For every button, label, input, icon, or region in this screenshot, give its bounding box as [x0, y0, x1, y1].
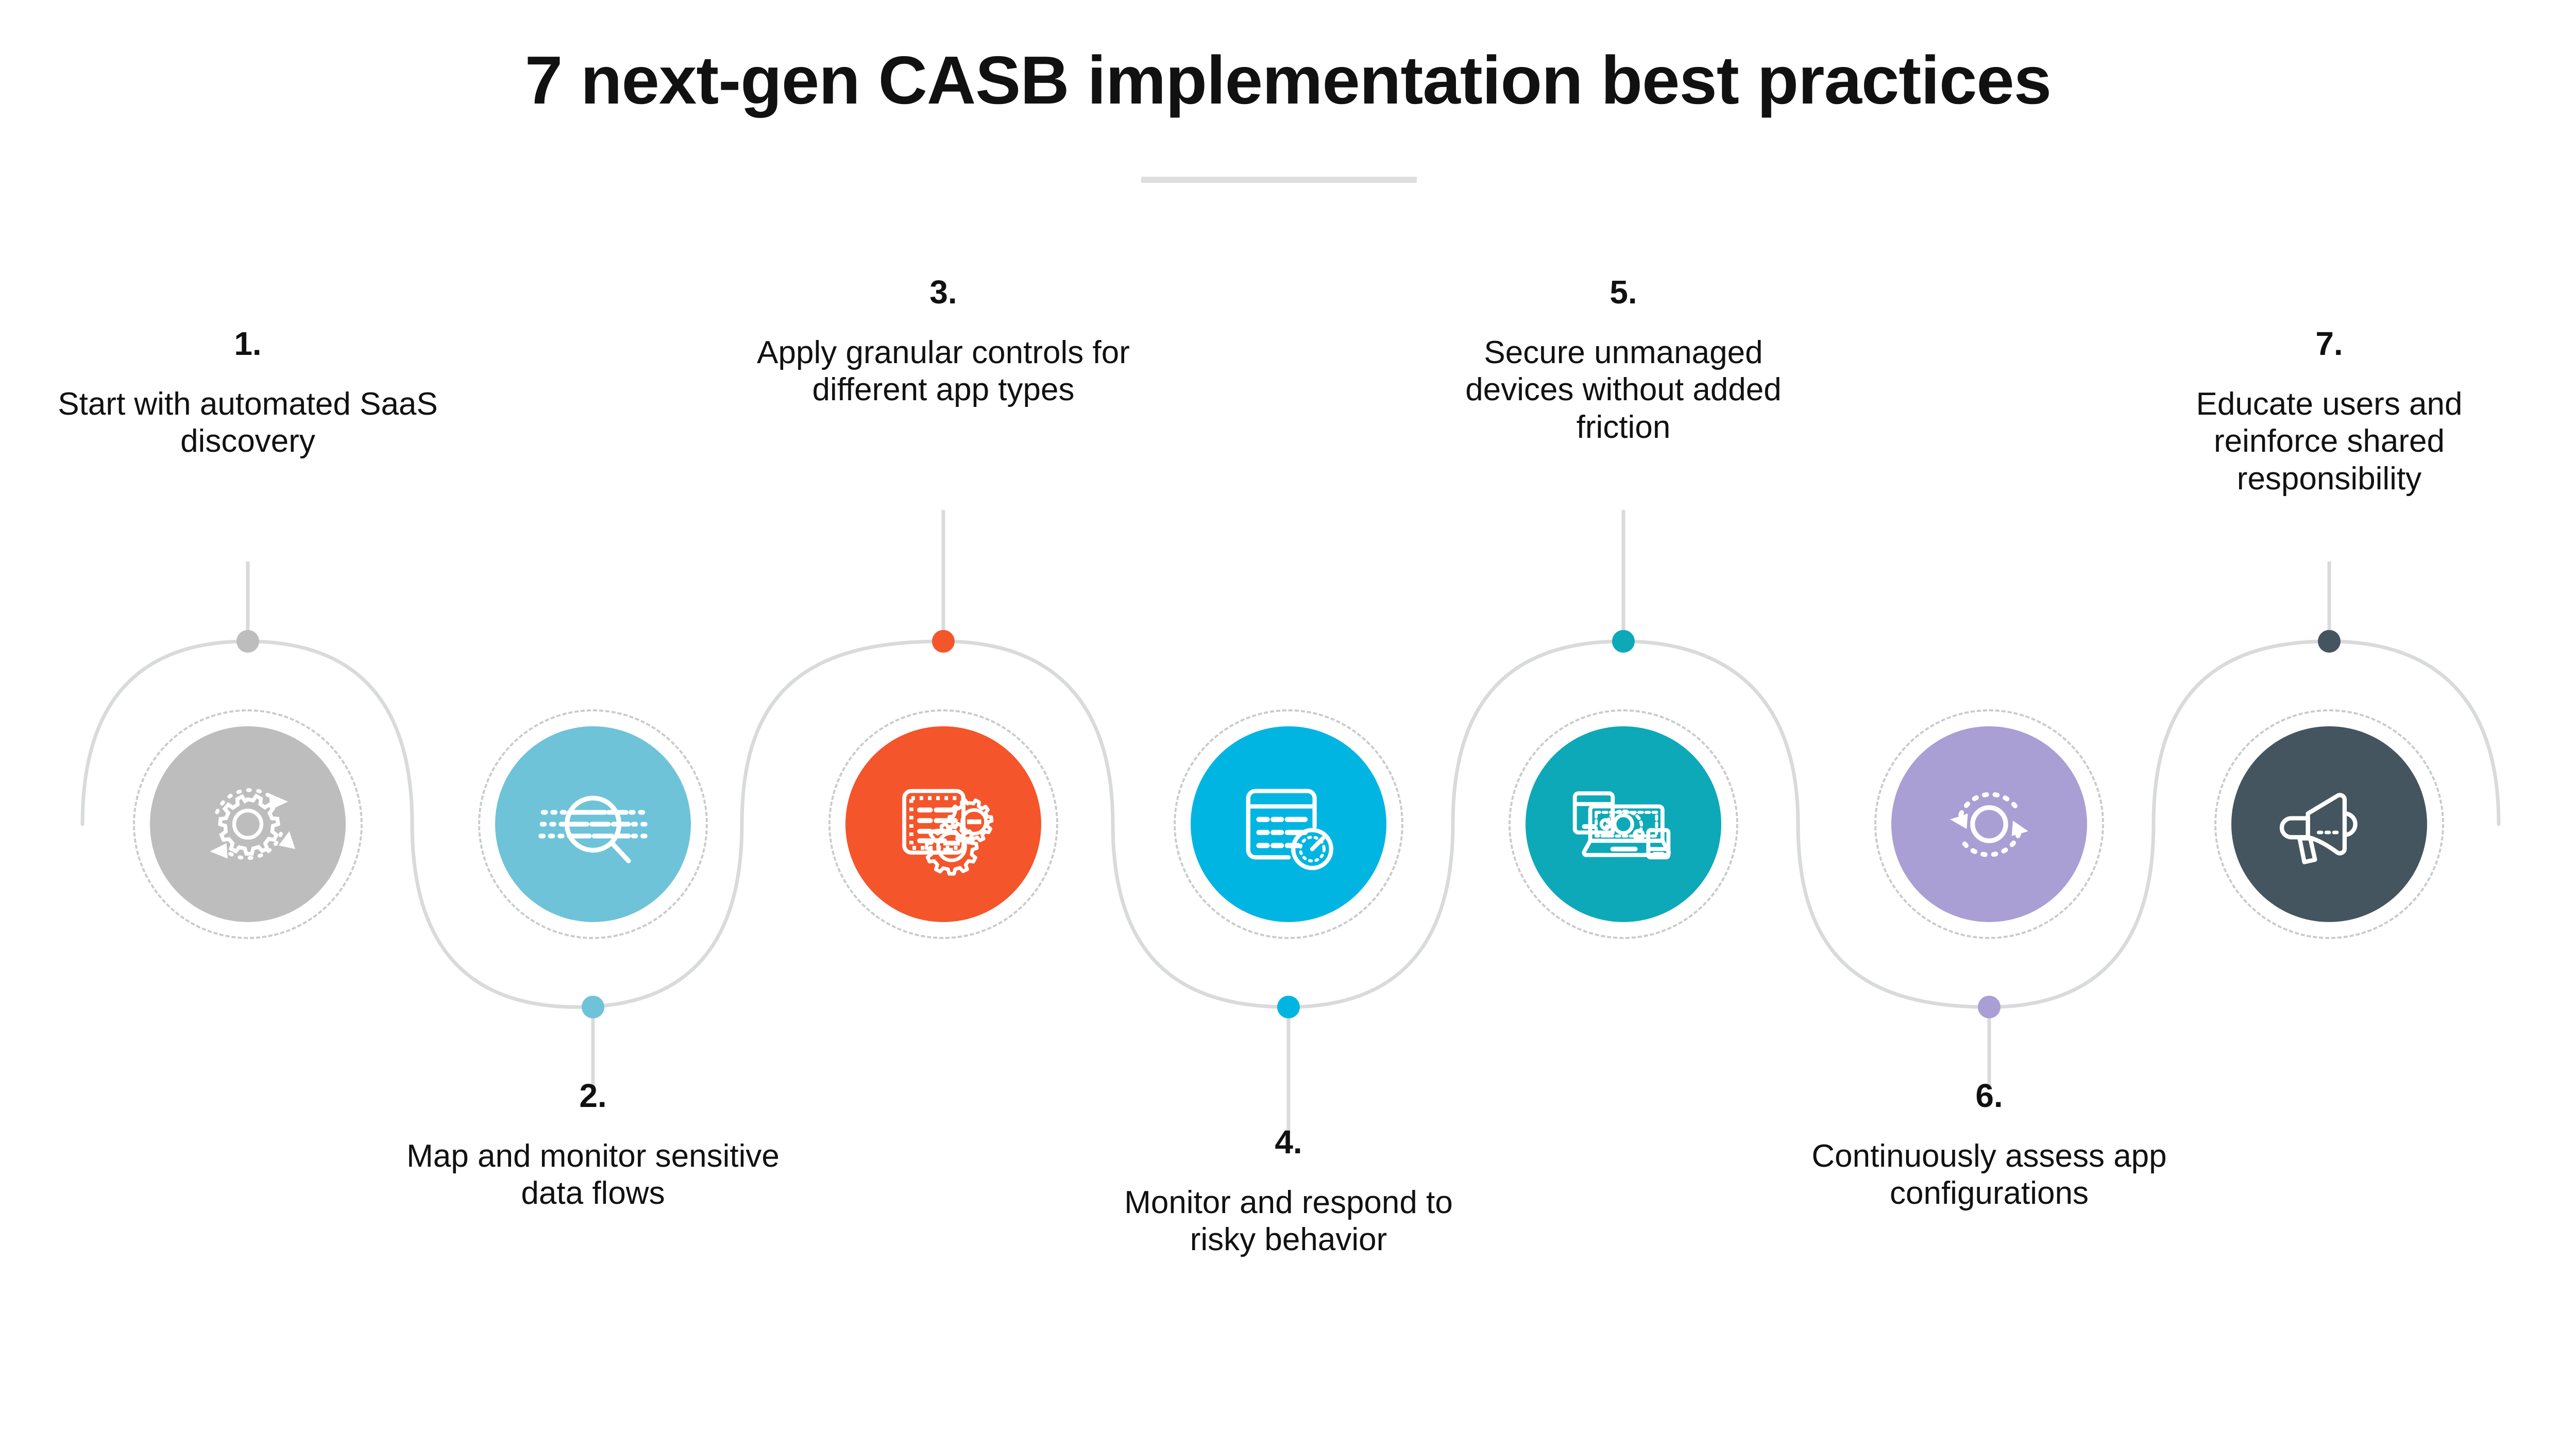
document-gears-icon	[902, 789, 994, 876]
step-text-7: Educate users and reinforce shared respo…	[2196, 386, 2463, 497]
step-number-2: 2.	[579, 1077, 607, 1114]
step-number-7: 7.	[2315, 325, 2343, 362]
step-text-1: Start with automated SaaS discovery	[58, 386, 438, 459]
icon-circle-7[interactable]	[2231, 726, 2427, 922]
window-gauge-icon	[1246, 789, 1333, 871]
continuous-cycle-icon	[1950, 792, 2028, 857]
step-text-2: Map and monitor sensitive data flows	[406, 1138, 779, 1212]
step-label-6: 6. Continuously assess app configuration…	[1793, 1077, 2185, 1213]
dashed-ring-4	[1174, 709, 1403, 939]
step-dot-1	[236, 630, 259, 653]
icon-circle-2[interactable]	[495, 726, 691, 922]
step-dot-4	[1277, 996, 1300, 1018]
step-number-1: 1.	[234, 325, 262, 362]
step-dot-3	[932, 630, 955, 653]
icon-circle-5[interactable]	[1526, 726, 1721, 922]
dashed-ring-3	[828, 709, 1058, 939]
step-dot-5	[1612, 630, 1635, 653]
dashed-ring-1	[133, 709, 363, 939]
step-label-2: 2. Map and monitor sensitive data flows	[397, 1077, 789, 1213]
step-number-5: 5.	[1609, 274, 1637, 311]
step-text-5: Secure unmanaged devices without added f…	[1465, 334, 1782, 445]
step-text-3: Apply granular controls for different ap…	[757, 334, 1130, 408]
dashed-ring-5	[1509, 709, 1738, 939]
step-dot-2	[582, 996, 604, 1018]
multi-device-atom-icon	[1572, 791, 1671, 860]
page-title: 7 next-gen CASB implementation best prac…	[524, 42, 2052, 118]
step-number-3: 3.	[929, 274, 957, 311]
step-label-5: 5. Secure unmanaged devices without adde…	[1428, 273, 1819, 446]
megaphone-icon	[2279, 793, 2358, 864]
icon-circle-6[interactable]	[1891, 726, 2087, 922]
step-number-6: 6.	[1975, 1077, 2003, 1114]
dashed-ring-7	[2214, 709, 2444, 939]
gear-automation-icon	[210, 788, 295, 860]
step-number-4: 4.	[1275, 1123, 1302, 1161]
step-label-4: 4. Monitor and respond to risky behavior	[1093, 1123, 1484, 1259]
icon-circle-1[interactable]	[150, 726, 346, 922]
step-dot-6	[1978, 996, 2001, 1018]
icon-circle-3[interactable]	[845, 726, 1041, 922]
step-text-4: Monitor and respond to risky behavior	[1124, 1184, 1453, 1258]
step-label-7: 7. Educate users and reinforce shared re…	[2133, 325, 2525, 498]
step-text-6: Continuously assess app configurations	[1811, 1138, 2167, 1212]
step-label-1: 1. Start with automated SaaS discovery	[52, 325, 444, 461]
step-label-3: 3. Apply granular controls for different…	[748, 273, 1139, 409]
title-divider	[1141, 177, 1417, 183]
step-dot-7	[2318, 630, 2341, 653]
magnifier-data-flow-icon	[538, 795, 648, 863]
dashed-ring-2	[478, 709, 708, 939]
icon-circle-4[interactable]	[1191, 726, 1386, 922]
dashed-ring-6	[1874, 709, 2104, 939]
